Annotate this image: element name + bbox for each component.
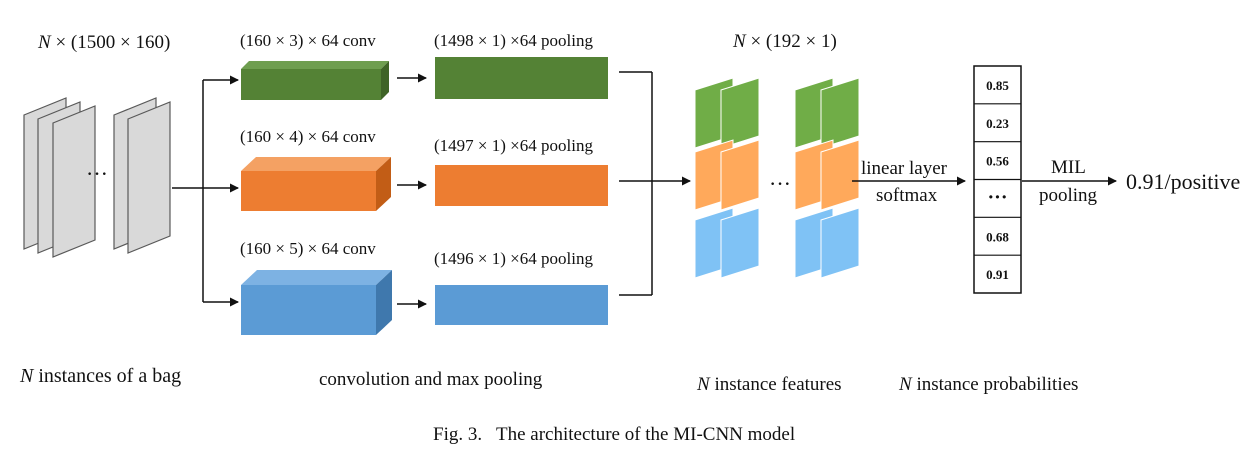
feature-segment-blue — [720, 207, 760, 279]
instance-features — [694, 77, 860, 279]
input-ellipsis: ··· — [86, 161, 108, 186]
merge-connector — [619, 71, 691, 296]
conv-block-2 — [241, 157, 391, 211]
input-dims-label: N × (1500 × 160) — [38, 32, 171, 53]
mil-label: MIL — [1051, 157, 1086, 178]
conv-label-3: (160 × 5) × 64 conv — [240, 239, 376, 258]
conv-block-side — [376, 270, 392, 335]
features-caption: N instance features — [697, 374, 842, 395]
linear-layer-label: linear layer — [861, 158, 947, 179]
conv-block-top — [241, 157, 391, 171]
feature-segment-orange — [720, 139, 760, 211]
pooling-bar-1 — [435, 57, 608, 99]
output-label: 0.91/positive — [1126, 169, 1241, 194]
features-dims-label: N × (192 × 1) — [733, 31, 837, 52]
probabilities-caption: N instance probabilities — [899, 374, 1079, 395]
pooling-bar-3 — [435, 285, 608, 325]
probability-value: 0.23 — [986, 116, 1009, 131]
pool-label-3: (1496 × 1) ×64 pooling — [434, 249, 593, 268]
probability-ellipsis: ··· — [987, 186, 1007, 208]
feature-segment-orange — [820, 139, 860, 211]
conv-block-front — [241, 171, 376, 211]
conv-label-2: (160 × 4) × 64 conv — [240, 127, 376, 146]
probability-value: 0.68 — [986, 229, 1009, 244]
feature-segment-green — [720, 77, 760, 149]
features-ellipsis: ··· — [769, 171, 791, 196]
conv-to-pool-arrows — [397, 73, 427, 309]
split-connector — [172, 75, 239, 307]
conv-block-side — [381, 61, 389, 100]
conv-label-1: (160 × 3) × 64 conv — [240, 31, 376, 50]
feature-column — [794, 77, 860, 279]
conv-block-top — [241, 61, 389, 69]
input-sheet — [127, 101, 171, 254]
conv-block-top — [241, 270, 392, 285]
input-caption: N instances of a bag — [20, 365, 182, 387]
conv-block-3 — [241, 270, 392, 335]
conv-block-1 — [241, 61, 389, 100]
pool-label-2: (1497 × 1) ×64 pooling — [434, 136, 593, 155]
softmax-label: softmax — [876, 185, 938, 206]
conv-block-side — [376, 157, 391, 211]
pooling-bar-2 — [435, 165, 608, 206]
input-sheet — [52, 105, 96, 258]
figure-caption: Fig. 3. The architecture of the MI-CNN m… — [433, 424, 796, 445]
conv-block-front — [241, 285, 376, 335]
probability-value: 0.56 — [986, 154, 1009, 169]
probability-value: 0.91 — [986, 267, 1009, 282]
input-sheets-right — [113, 97, 171, 254]
pool-label-1: (1498 × 1) ×64 pooling — [434, 31, 593, 50]
input-sheets-left — [23, 97, 96, 258]
conv-block-front — [241, 69, 381, 100]
probability-value: 0.85 — [986, 78, 1009, 93]
probability-column: 0.85 0.23 0.56 ··· 0.68 0.91 — [973, 65, 1022, 294]
feature-segment-green — [820, 77, 860, 149]
feature-column — [694, 77, 760, 279]
conv-caption: convolution and max pooling — [319, 369, 543, 390]
mil-pooling-label: pooling — [1039, 185, 1098, 206]
feature-segment-blue — [820, 207, 860, 279]
